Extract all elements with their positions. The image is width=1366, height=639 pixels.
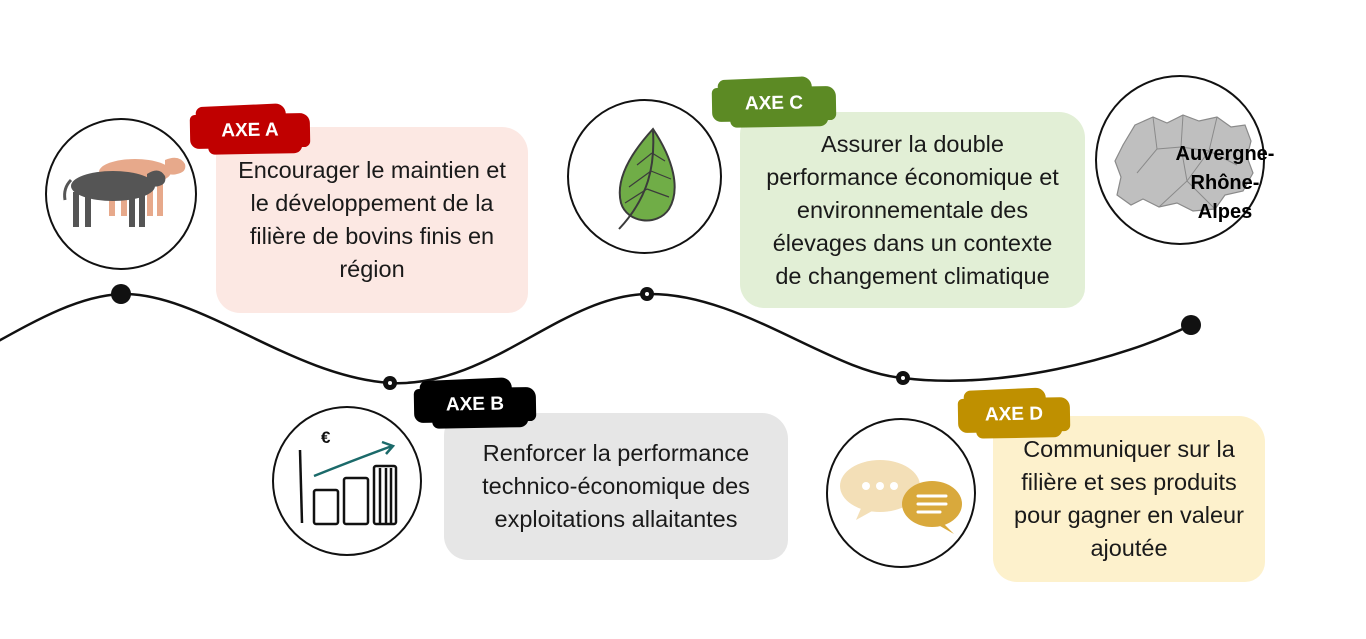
bar-chart-euro-icon-circle: [272, 406, 422, 556]
region-map-icon: [1114, 114, 1254, 212]
axe-c-text: Assurer la double performance économique…: [766, 130, 1059, 289]
axe-c-card: Assurer la double performance économique…: [740, 112, 1085, 308]
timeline-dot-end: [1181, 315, 1201, 335]
axe-b-card: Renforcer la performance technico-économ…: [444, 413, 788, 560]
bar-chart-euro-icon: [298, 440, 398, 526]
leaf-icon: [618, 127, 676, 230]
axe-b-tag: AXE B: [413, 386, 537, 424]
axe-d-text: Communiquer sur la filière et ses produi…: [1014, 436, 1244, 561]
axe-b-text: Renforcer la performance technico-économ…: [482, 440, 750, 532]
leaf-icon-circle: [567, 99, 722, 254]
axe-a-card: Encourager le maintien et le développeme…: [216, 127, 528, 313]
axe-a-text: Encourager le maintien et le développeme…: [238, 157, 506, 282]
axe-c-tag: AXE C: [711, 85, 837, 123]
timeline-dot-a: [111, 284, 131, 304]
euro-symbol: €: [321, 428, 331, 447]
speech-bubbles-icon: [840, 460, 962, 534]
region-map-icon-circle: [1095, 75, 1265, 245]
axe-d-tag: AXE D: [957, 397, 1071, 433]
cattle-icon-circle: [45, 118, 197, 270]
region-label: Auvergne- Rhône- Alpes: [1175, 143, 1275, 223]
axe-a-tag: AXE A: [189, 112, 311, 150]
cattle-icon: [63, 157, 186, 227]
axe-d-card: Communiquer sur la filière et ses produi…: [993, 416, 1265, 582]
speech-bubbles-icon-circle: [826, 418, 976, 568]
